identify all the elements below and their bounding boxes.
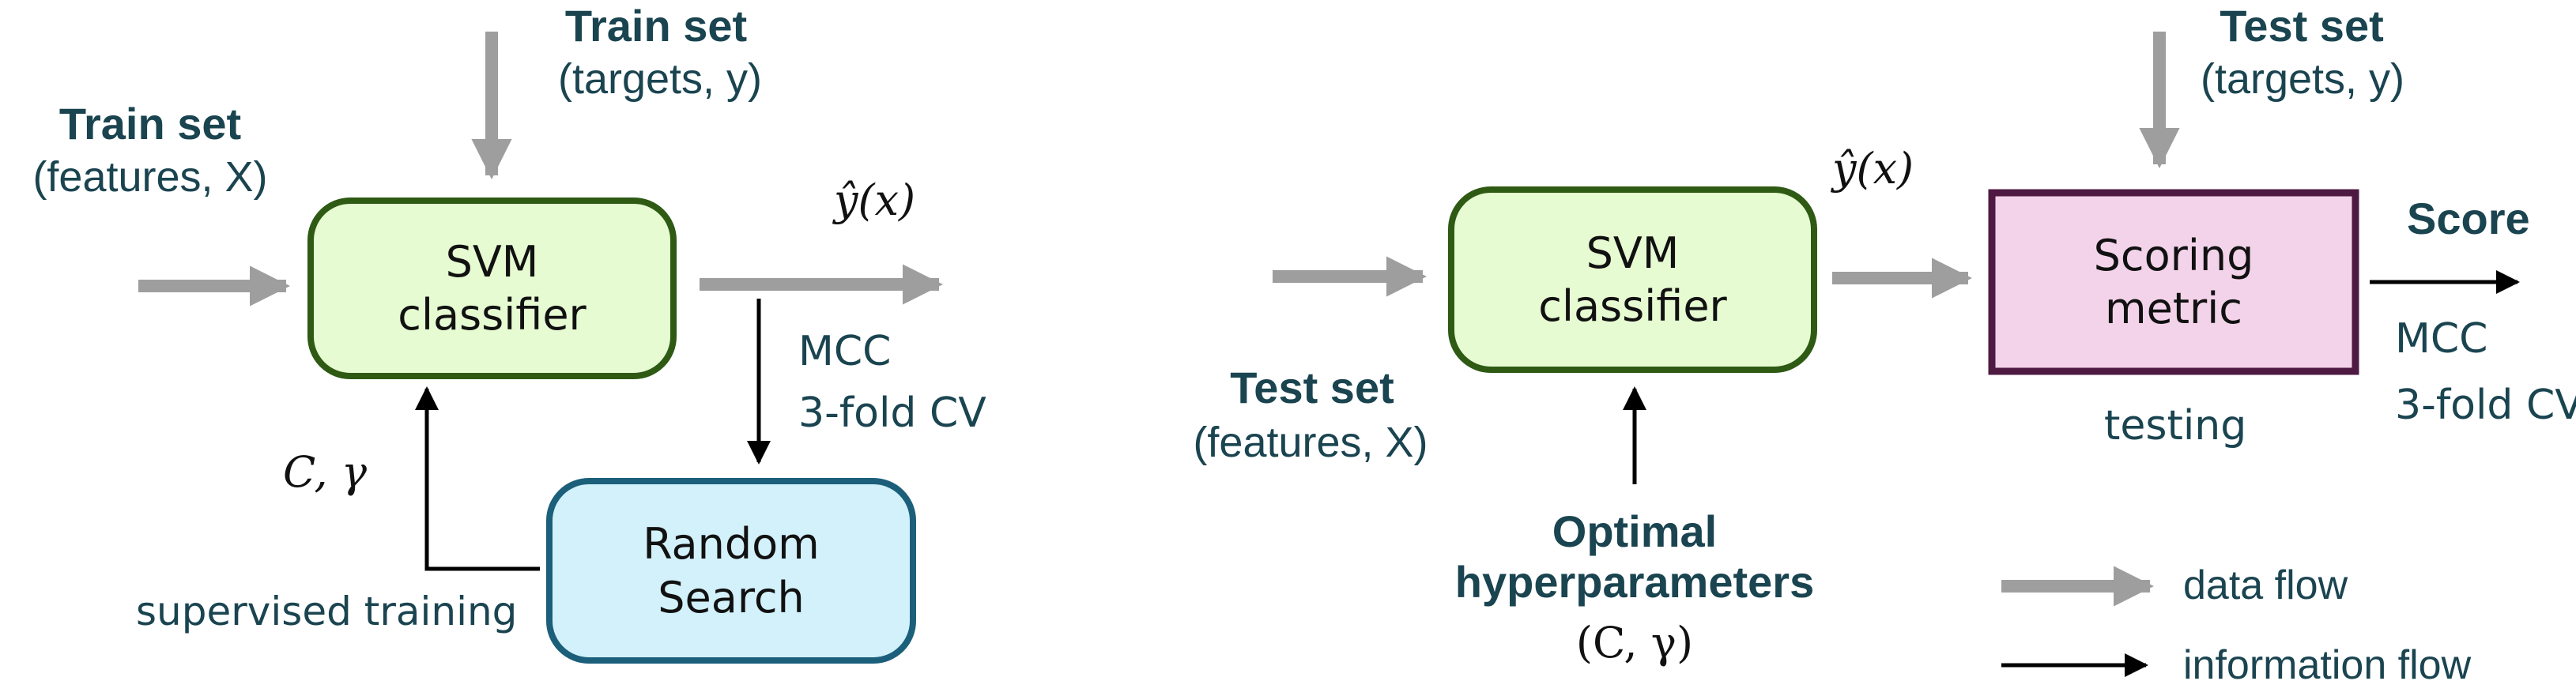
scoring-metric-label: Scoring metric <box>1995 196 2352 368</box>
left-svm-line2: classifier <box>398 290 586 340</box>
test-targets-title: Test set <box>2220 1 2384 51</box>
random-search-label: Random Search <box>553 484 910 657</box>
c-gamma-label: C, γ <box>283 447 367 497</box>
left-cv: 3-fold CV <box>798 389 986 437</box>
right-cv: 3-fold CV <box>2395 382 2576 429</box>
legend-info-flow-label: information flow <box>2183 642 2472 688</box>
score-label: Score <box>2407 194 2530 243</box>
scoring-metric-box <box>1988 189 2359 375</box>
train-targets-title: Train set <box>564 1 748 51</box>
scoring-metric-line1: Scoring <box>2093 230 2254 280</box>
optimal-params: (C, γ) <box>1575 618 1694 668</box>
left-svm-line1: SVM <box>445 236 539 287</box>
right-y-hat: ŷ(x) <box>1832 144 1914 194</box>
train-features-subtitle: (features, X) <box>32 153 268 201</box>
testing-label: testing <box>2104 402 2247 450</box>
optimal-title: Optimal <box>1552 506 1718 556</box>
left-y-hat: ŷ(x) <box>834 175 916 225</box>
random-search-line2: Search <box>658 572 805 623</box>
optimal-subtitle: hyperparameters <box>1454 557 1815 607</box>
right-svm-label: SVM classifier <box>1454 193 1811 367</box>
legend-data-flow-label: data flow <box>2183 562 2348 608</box>
supervised-training-label: supervised training <box>136 589 518 634</box>
random-search-line1: Random <box>643 519 820 569</box>
right-svm-box <box>1448 186 1817 373</box>
random-search-box <box>546 478 916 664</box>
supervised-training-arrow <box>415 386 540 571</box>
left-svm-label: SVM classifier <box>314 204 670 373</box>
train-features-title: Train set <box>58 99 242 149</box>
train-targets-subtitle: (targets, y) <box>557 55 763 103</box>
left-mcc: MCC <box>798 328 892 375</box>
test-features-subtitle: (features, X) <box>1193 419 1428 466</box>
scoring-metric-line2: metric <box>2105 284 2242 333</box>
right-mcc: MCC <box>2395 315 2488 363</box>
right-svm-line1: SVM <box>1586 228 1680 278</box>
test-features-title: Test set <box>1230 363 1394 412</box>
test-targets-subtitle: (targets, y) <box>2200 55 2405 103</box>
left-svm-box <box>307 198 677 379</box>
right-svm-line2: classifier <box>1538 281 1727 331</box>
